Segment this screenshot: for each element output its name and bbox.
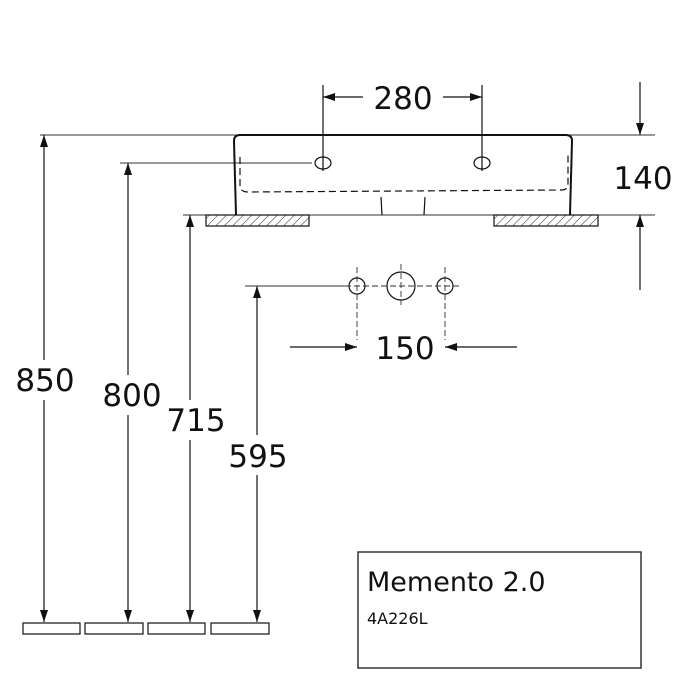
wall-bracket-right	[493, 214, 599, 227]
article-code: 4A226L	[367, 609, 428, 628]
dim-label-850: 850	[15, 363, 74, 399]
tap-hole-right	[473, 85, 491, 171]
dim-label-280: 280	[373, 81, 432, 117]
dim-label-715: 715	[166, 403, 225, 439]
wall-bracket-left	[205, 214, 310, 227]
title-block	[357, 551, 642, 669]
drain-line-right	[423, 196, 426, 216]
tap-hole-left	[314, 85, 332, 171]
basin-bowl-hidden-line	[239, 155, 569, 193]
product-name: Memento 2.0	[367, 567, 546, 598]
drain-line-left	[380, 196, 383, 216]
basin-outline	[232, 134, 574, 216]
dim-label-800: 800	[102, 378, 161, 414]
dim-label-140: 140	[613, 161, 672, 197]
connection-points	[345, 264, 462, 340]
floor-line	[22, 622, 270, 635]
dim-label-595: 595	[228, 439, 287, 475]
dim-label-150: 150	[375, 331, 434, 367]
